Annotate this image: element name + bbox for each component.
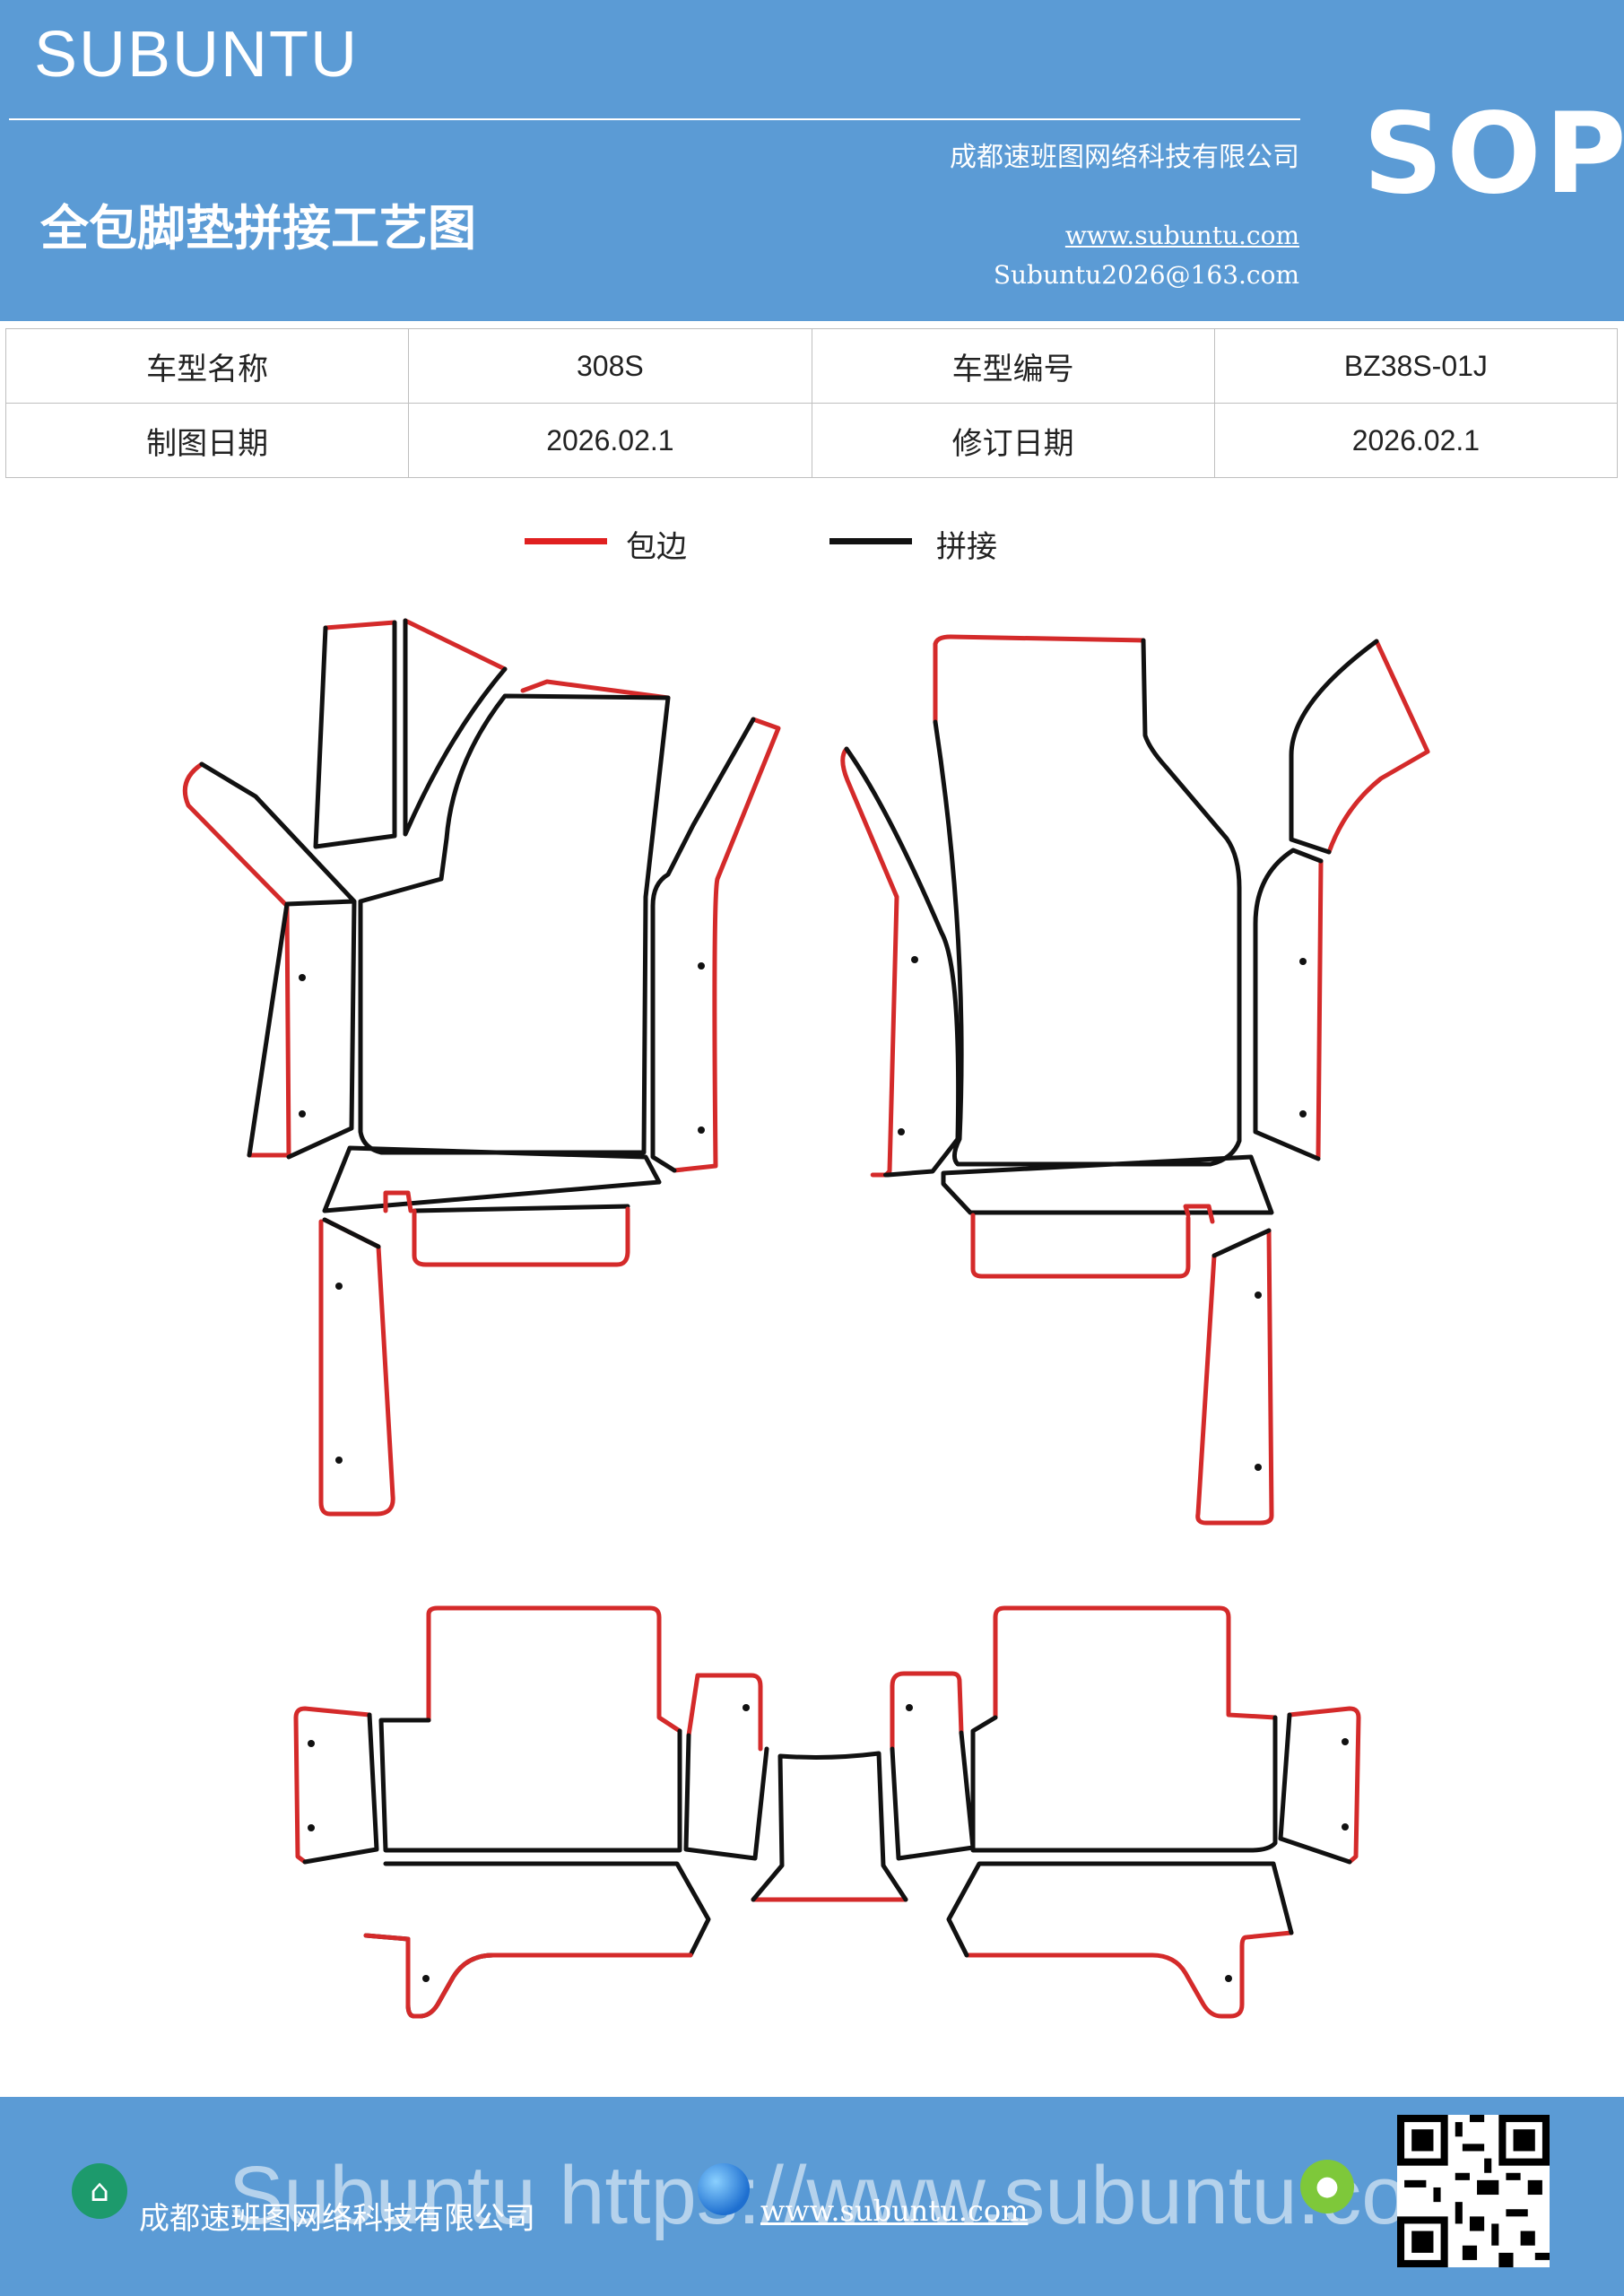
draw-date-label: 制图日期: [4, 403, 410, 478]
sop-badge: SOP: [1363, 90, 1624, 219]
footer-website-link[interactable]: www.subuntu.com: [760, 2194, 1029, 2228]
table-row: 车型名称 308S 车型编号 BZ38S-01J: [4, 328, 1619, 404]
header-banner: SUBUNTU 全包脚垫拼接工艺图 成都速班图网络科技有限公司 www.subu…: [0, 0, 1624, 321]
header-divider: [9, 118, 1300, 120]
legend-swatch-seam: [829, 538, 912, 544]
rear-right-mat: [890, 1605, 1361, 2019]
model-name-value: 308S: [408, 328, 812, 404]
vehicle-info-table: 车型名称 308S 车型编号 BZ38S-01J 制图日期 2026.02.1 …: [4, 328, 1619, 478]
wechat-icon: ●: [1300, 2160, 1354, 2213]
legend-swatch-binding: [525, 538, 607, 544]
qr-code[interactable]: [1397, 2115, 1550, 2267]
model-name-label: 车型名称: [4, 328, 410, 404]
globe-icon: [698, 2163, 750, 2215]
footer-overlay-text: Subuntu https://www.subuntu.com: [229, 2150, 1477, 2241]
revise-date-value: 2026.02.1: [1213, 403, 1619, 478]
document-title: 全包脚垫拼接工艺图: [40, 200, 476, 257]
rear-center-mat: [751, 1751, 908, 1902]
company-website-link[interactable]: www.subuntu.com: [1064, 221, 1299, 250]
footer-company-name: 成都速班图网络科技有限公司: [139, 2201, 535, 2237]
company-email[interactable]: Subuntu2026@163.com: [993, 260, 1299, 290]
brand-logo: SUBUNTU: [34, 19, 360, 91]
model-code-value: BZ38S-01J: [1213, 328, 1619, 404]
floor-mat-diagram: [182, 618, 1430, 2019]
legend-label-seam: 拼接: [936, 529, 997, 565]
snap-dots: [299, 956, 1349, 1982]
legend: 包边 拼接: [0, 520, 1624, 574]
front-right-mat: [840, 634, 1430, 1526]
legend-label-binding: 包边: [626, 529, 687, 565]
front-left-mat: [182, 618, 781, 1517]
draw-date-value: 2026.02.1: [408, 403, 812, 478]
rear-left-mat: [293, 1605, 769, 2019]
company-name: 成都速班图网络科技有限公司: [950, 142, 1299, 173]
home-icon: ⌂: [72, 2163, 127, 2219]
footer-banner: ⌂ Subuntu https://www.subuntu.com 成都速班图网…: [0, 2097, 1624, 2296]
table-row: 制图日期 2026.02.1 修订日期 2026.02.1: [4, 403, 1619, 478]
revise-date-label: 修订日期: [811, 403, 1215, 478]
model-code-label: 车型编号: [811, 328, 1215, 404]
